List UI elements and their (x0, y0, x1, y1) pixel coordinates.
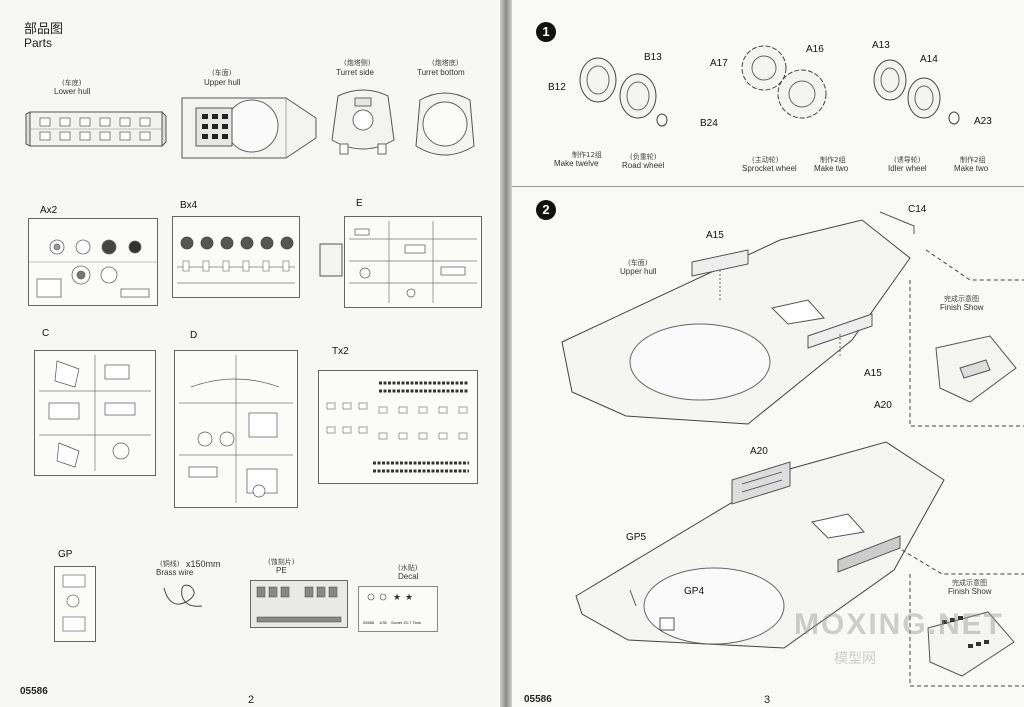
sprue-e-side-part (319, 243, 343, 277)
sprocket-wheel-drawing (741, 45, 827, 119)
watermark-moxing-cn: 模型网 (834, 651, 876, 667)
decal-label-cn: (水贴) (398, 564, 418, 572)
sprue-b (172, 216, 300, 298)
finish-show-1-cn: 完成示意图 (944, 295, 979, 303)
upper-hull-exploded-drawing (561, 211, 915, 425)
label-b24: B24 (700, 118, 718, 129)
parts-header-cn: 部品图 (24, 22, 64, 37)
label-a23: A23 (974, 116, 992, 127)
label-gp4: GP4 (684, 586, 705, 597)
decal-label-en: Decal (398, 572, 419, 581)
brass-wire-label-en: Brass wire (156, 568, 194, 577)
sprue-b-label: Bx4 (180, 200, 198, 211)
sprue-t-label: Tx2 (332, 346, 349, 357)
upper-hull-drawing (181, 97, 317, 159)
upper-hull-assembled-drawing (575, 441, 945, 649)
turret-side-drawing (331, 89, 395, 155)
brass-wire-drawing (163, 584, 203, 607)
turret-bottom-drawing (415, 92, 475, 156)
right-product-code: 05586 (524, 694, 552, 705)
idler-wheel-drawing (873, 59, 960, 125)
pe-fret (250, 580, 348, 628)
finish-show-2-frame (901, 549, 1024, 687)
brass-wire-label-cn: (铜线) (160, 560, 180, 568)
make-twelve-cn: 制作12组 (572, 151, 602, 159)
sprue-d-label: D (190, 330, 198, 341)
step-2-badge: 2 (536, 200, 556, 220)
road-wheel-cn: (负重轮) (630, 153, 657, 161)
upper-hull-step2-en: Upper hull (620, 267, 657, 276)
label-a14: A14 (920, 54, 938, 65)
upper-hull-label-en: Upper hull (204, 78, 241, 87)
finish-show-2-en: Finish Show (948, 587, 992, 596)
label-a16: A16 (806, 44, 824, 55)
label-a15-top: A15 (706, 230, 724, 241)
lower-hull-label-en: Lower hull (54, 87, 91, 96)
sprue-e (344, 216, 482, 308)
make-two-2-cn: 制作2组 (960, 156, 986, 164)
lower-hull-label-cn: (车底) (62, 79, 82, 87)
label-c14: C14 (908, 204, 927, 215)
sprue-d (174, 350, 298, 508)
step-1-badge: 1 (536, 22, 556, 42)
upper-hull-label-cn: (车面) (212, 69, 232, 77)
sprocket-wheel-cn: (主动轮) (752, 156, 779, 164)
turret-bottom-label-cn: (炮塔底) (432, 59, 459, 67)
idler-wheel-en: Idler wheel (888, 164, 927, 173)
decal-sheet: ★ ★ 05586 1/35 Soviet JS-7 Tank (358, 586, 438, 632)
sprue-a (28, 218, 158, 306)
watermark-moxing: MOXING.NET (794, 608, 1005, 641)
turret-side-label-en: Turret side (336, 68, 374, 77)
decal-sheet-code: 05586 (363, 620, 375, 625)
pe-label-en: PE (276, 566, 287, 575)
finish-show-1-frame (909, 249, 1024, 427)
svg-text:★: ★ (393, 593, 401, 603)
pe-label-cn: (蚀刻片) (268, 558, 295, 566)
label-a17: A17 (710, 58, 728, 69)
brass-wire-size: x150mm (186, 559, 221, 569)
make-two-1-cn: 制作2组 (820, 156, 846, 164)
label-a15-side: A15 (864, 368, 882, 379)
left-page: 部品图 Parts (车底) Lower hull (车面) Upper hul… (0, 0, 500, 707)
sprue-gp-label: GP (58, 549, 73, 560)
turret-bottom-label-en: Turret bottom (417, 68, 465, 77)
decal-sheet-scale: 1/35 (379, 620, 387, 625)
sprue-gp (54, 566, 96, 642)
label-gp5: GP5 (626, 532, 647, 543)
lower-hull-drawing (25, 110, 167, 148)
idler-wheel-cn: (诱导轮) (894, 156, 921, 164)
svg-text:★: ★ (405, 593, 413, 603)
sprue-c-label: C (42, 328, 50, 339)
road-wheel-drawing (579, 57, 668, 127)
finish-show-2-drawing (927, 611, 1015, 677)
label-b12: B12 (548, 82, 566, 93)
label-a20-right: A20 (874, 400, 892, 411)
finish-show-2-cn: 完成示意图 (952, 579, 987, 587)
sprue-a-label: Ax2 (40, 205, 58, 216)
make-two-2-en: Make two (954, 164, 989, 173)
page-gutter (500, 0, 512, 707)
parts-header-en: Parts (24, 36, 53, 50)
label-b13: B13 (644, 52, 662, 63)
turret-side-label-cn: (炮塔侧) (344, 59, 371, 67)
left-page-number: 2 (248, 694, 255, 706)
right-page-number: 3 (764, 694, 771, 706)
sprocket-wheel-en: Sprocket wheel (742, 164, 797, 173)
make-two-1-en: Make two (814, 164, 849, 173)
sprue-t (318, 370, 478, 484)
right-page: 1 B12 B13 B24 制作12组 Make twelve (负重轮) Ro… (512, 0, 1024, 707)
sprue-e-label: E (356, 198, 363, 209)
label-a13: A13 (872, 40, 890, 51)
left-product-code: 05586 (20, 686, 48, 697)
upper-hull-step2-cn: (车面) (628, 259, 648, 267)
step-divider (512, 186, 1024, 187)
finish-show-1-drawing (935, 335, 1017, 403)
decal-sheet-title: Soviet JS-7 Tank (391, 620, 421, 625)
sprue-c (34, 350, 156, 476)
label-a20-top: A20 (750, 446, 768, 457)
road-wheel-en: Road wheel (622, 161, 665, 170)
finish-show-1-en: Finish Show (940, 303, 984, 312)
make-twelve-en: Make twelve (554, 159, 599, 168)
